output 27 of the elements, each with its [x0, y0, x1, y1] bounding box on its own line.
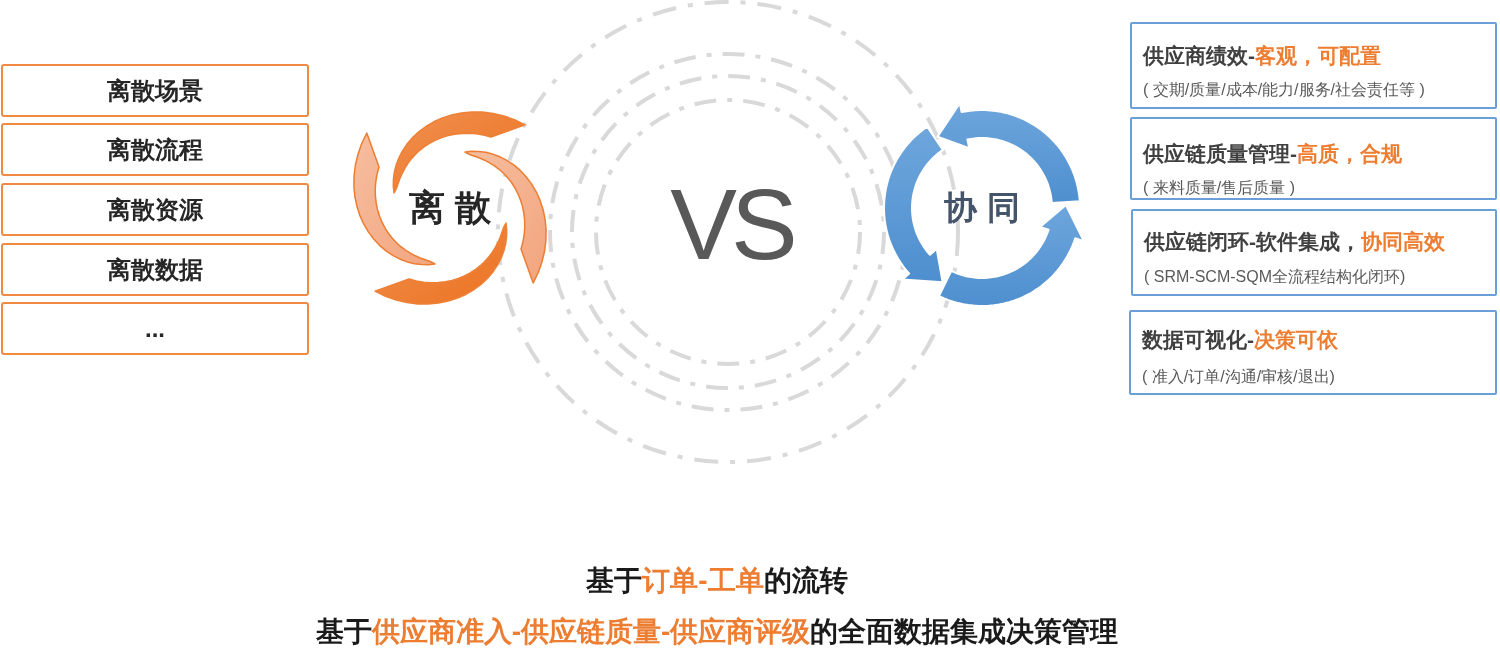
category-box: [1, 64, 309, 117]
category-box: [1, 123, 309, 176]
card-description: ( SRM-SCM-SQM全流程结构化闭环): [1144, 267, 1406, 287]
category-box: [1, 302, 309, 355]
summary-text: 基于订单-工单的流转: [586, 564, 848, 598]
category-label: ...: [145, 314, 165, 343]
feature-card: [1130, 117, 1497, 200]
card-description: ( 准入/订单/沟通/审核/退出): [1142, 367, 1335, 387]
center-label: 离散: [407, 188, 503, 228]
card-heading: 供应链质量管理-高质，合规: [1143, 142, 1402, 166]
category-label: 离散流程: [107, 134, 203, 165]
feature-card: [1130, 22, 1497, 109]
versus-label: VS: [670, 174, 792, 274]
card-heading: 数据可视化-决策可依: [1142, 328, 1338, 352]
category-label: 离散场景: [107, 75, 203, 106]
card-heading: 供应商绩效-客观，可配置: [1143, 44, 1381, 68]
feature-card: [1131, 209, 1497, 296]
summary-text: 基于供应商准入-供应链质量-供应商评级的全面数据集成决策管理: [315, 615, 1119, 649]
category-box: [1, 183, 309, 236]
center-label: 协同: [943, 189, 1030, 227]
category-box: [1, 243, 309, 296]
category-label: 离散数据: [107, 254, 203, 285]
card-description: ( 交期/质量/成本/能力/服务/社会责任等 ): [1143, 80, 1425, 100]
card-heading: 供应链闭环-软件集成，协同高效: [1144, 230, 1445, 254]
feature-card: [1129, 310, 1497, 395]
category-label: 离散资源: [107, 194, 203, 225]
card-description: ( 来料质量/售后质量 ): [1143, 178, 1295, 198]
